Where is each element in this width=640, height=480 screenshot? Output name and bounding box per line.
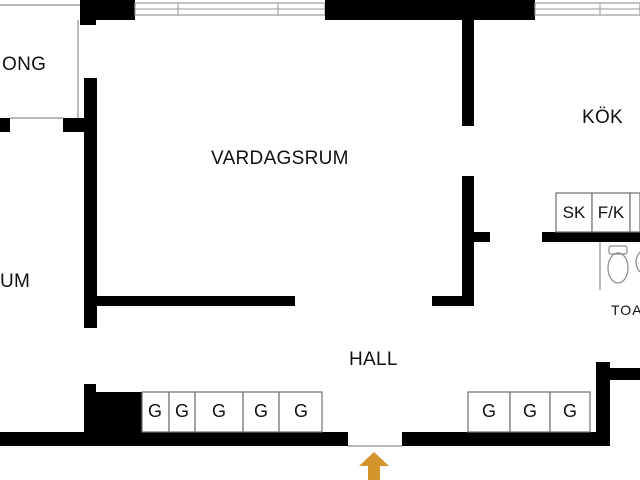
cabinet-left-label: G (147, 401, 162, 421)
entrance-arrow-icon (359, 452, 389, 480)
wall-living-bottom (97, 296, 295, 306)
wall-kitchen-counter (542, 232, 640, 242)
wall-balcony-right (80, 20, 96, 25)
cabinet-left-2 (168, 391, 196, 433)
wall-balcony-bottom-left (0, 118, 10, 132)
room-label-kok: KÖK (582, 107, 624, 128)
room-label-balkong: ONG (2, 54, 47, 75)
cabinet-right-3 (549, 391, 591, 433)
cabinet-right-label: G (481, 401, 496, 421)
wall-right-stub-top (596, 368, 640, 380)
kitchen-unit-sk (555, 192, 593, 233)
room-label-hall: HALL (349, 349, 398, 370)
wall-bottom-right (402, 432, 610, 446)
cabinet-left-5 (278, 391, 323, 433)
wall-bedroom-right (84, 78, 97, 328)
cabinet-left-label: G (211, 401, 226, 421)
room-label-vardagsrum: VARDAGSRUM (211, 148, 349, 169)
wall-bottom-left (0, 432, 348, 446)
kitchen-unit-extra (629, 192, 640, 233)
room-label-sovrum: UM (0, 271, 31, 292)
wall-right-stub (596, 362, 610, 446)
cabinet-right-label: G (562, 401, 577, 421)
window-icon (534, 2, 640, 16)
kitchen-unit-fk-label: F/K (597, 203, 625, 222)
cabinet-left-label: G (253, 401, 268, 421)
cabinet-right-2 (509, 391, 551, 433)
toilet-icon (607, 245, 629, 284)
wall-top-middle (325, 0, 535, 20)
room-label-toalett: TOA (611, 302, 640, 318)
wall-top-left (80, 0, 135, 20)
cabinet-left-label: G (174, 401, 189, 421)
cabinet-right-1 (467, 391, 511, 433)
sink-icon (635, 251, 640, 273)
wall-bottom-left-pillar (84, 384, 96, 434)
kitchen-unit-sk-label: SK (562, 203, 586, 222)
cabinet-left-4 (242, 391, 280, 433)
wall-kitchen-upper (462, 20, 474, 126)
wall-bottom-block (96, 392, 142, 434)
cabinet-right-label: G (522, 401, 537, 421)
window-icon (134, 2, 326, 16)
wall-kitchen-lower (462, 176, 474, 306)
cabinet-left-label: G (293, 401, 308, 421)
wall-kitchen-foot (432, 296, 474, 306)
wall-kitchen-stub (474, 232, 490, 242)
cabinet-left-3 (194, 391, 244, 433)
